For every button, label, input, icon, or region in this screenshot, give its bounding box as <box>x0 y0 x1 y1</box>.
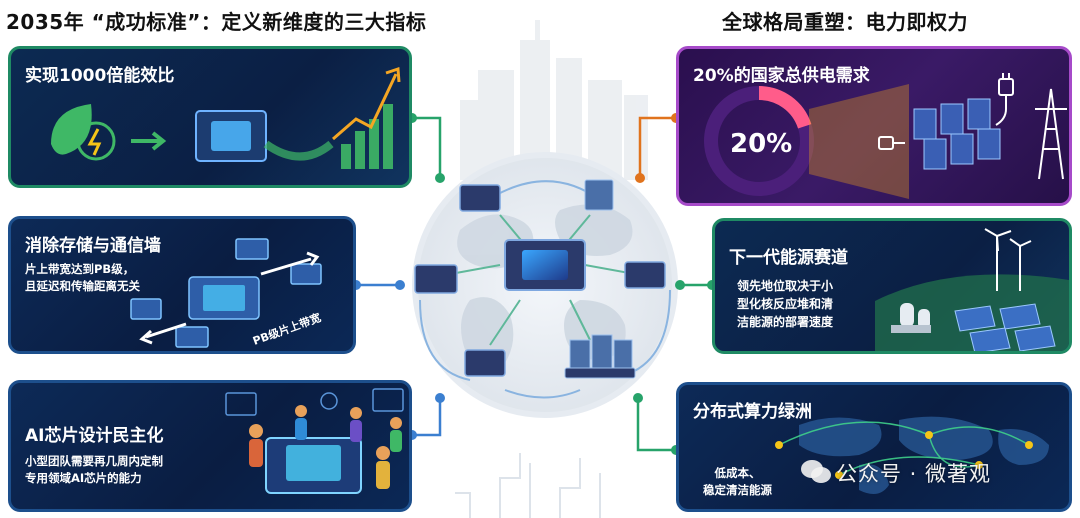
card-distributed: 分布式算力绿洲 低成本、 稳定清洁能源 <box>676 382 1072 512</box>
right-heading: 全球格局重塑：电力即权力 <box>722 10 968 34</box>
card-power-demand: 20%的国家总供电需求 20% <box>676 46 1072 206</box>
wechat-icon <box>801 460 831 483</box>
server-rack <box>564 179 636 379</box>
power-tower-icon <box>1035 88 1067 180</box>
watermark-text: 公众号 · 微著观 <box>836 462 992 486</box>
plug-icon <box>878 73 1014 150</box>
memory-illustration <box>130 238 322 348</box>
card-next-energy: 下一代能源赛道 领先地位取决于小 型化核反应堆和清 洁能源的部署速度 <box>712 218 1072 354</box>
glowing-chip-icon <box>265 437 362 494</box>
card-ai-chip-title: AI芯片设计民主化 <box>25 426 164 446</box>
trend-arrow-icon <box>332 66 401 141</box>
hologram-panel-icon <box>225 388 404 416</box>
network-links-map <box>778 421 1030 476</box>
card-efficiency: 实现1000倍能效比 <box>8 46 412 188</box>
team-members-icon <box>249 405 402 489</box>
card-next-energy-title: 下一代能源赛道 <box>729 248 848 268</box>
world-network-illustration <box>775 416 1049 494</box>
solar-panels-icon <box>954 303 1056 351</box>
reactor-icon <box>891 303 931 333</box>
card-next-energy-desc: 领先地位取决于小 型化核反应堆和清 洁能源的部署速度 <box>737 279 834 329</box>
satellite-chip <box>414 184 666 377</box>
bandwidth-arrow-icon <box>260 251 320 276</box>
card-ai-chip-desc: 小型团队需要再几周内定制 专用领域AI芯片的能力 <box>25 454 163 485</box>
arrow-icon <box>131 131 167 151</box>
card-distributed-desc: 低成本、 稳定清洁能源 <box>703 466 772 497</box>
power-beam <box>809 84 909 199</box>
card-memory-wall-title: 消除存储与通信墙 <box>25 236 161 256</box>
connector-lines <box>356 116 712 452</box>
central-chip <box>504 239 586 291</box>
efficiency-illustration <box>51 66 401 169</box>
donut-share-arc <box>704 86 814 196</box>
energy-flow <box>263 140 334 161</box>
card-distributed-title: 分布式算力绿洲 <box>693 402 812 422</box>
card-memory-wall: 消除存储与通信墙 片上带宽达到PB级， 且延迟和传输距离无关 PB级片上带宽 <box>8 216 356 354</box>
oasis-node-icon <box>775 431 1033 479</box>
card-power-demand-title: 20%的国家总供电需求 <box>693 66 870 86</box>
energy-illustration <box>875 228 1069 351</box>
card-efficiency-title: 实现1000倍能效比 <box>25 66 175 86</box>
wind-turbine-icon <box>984 228 1032 291</box>
power-illustration <box>704 73 1067 199</box>
growth-bars-icon <box>341 104 393 169</box>
ai-chip-illustration <box>225 388 404 494</box>
power-share-value: 20% <box>730 129 793 159</box>
world-map <box>799 416 1049 494</box>
bandwidth-arrow-icon-2 <box>139 322 187 345</box>
card-ai-chip: AI芯片设计民主化 小型团队需要再几周内定制 专用领域AI芯片的能力 <box>8 380 412 512</box>
leaf-bolt-icon <box>51 104 116 161</box>
circuit-traces <box>455 453 601 518</box>
server-racks-icon <box>913 98 1001 170</box>
card-memory-wall-desc: 片上带宽达到PB级， 且延迟和传输距离无关 <box>25 262 140 293</box>
left-heading: 2035年 “成功标准”：定义新维度的三大指标 <box>6 10 427 34</box>
chip-icon <box>195 110 267 162</box>
